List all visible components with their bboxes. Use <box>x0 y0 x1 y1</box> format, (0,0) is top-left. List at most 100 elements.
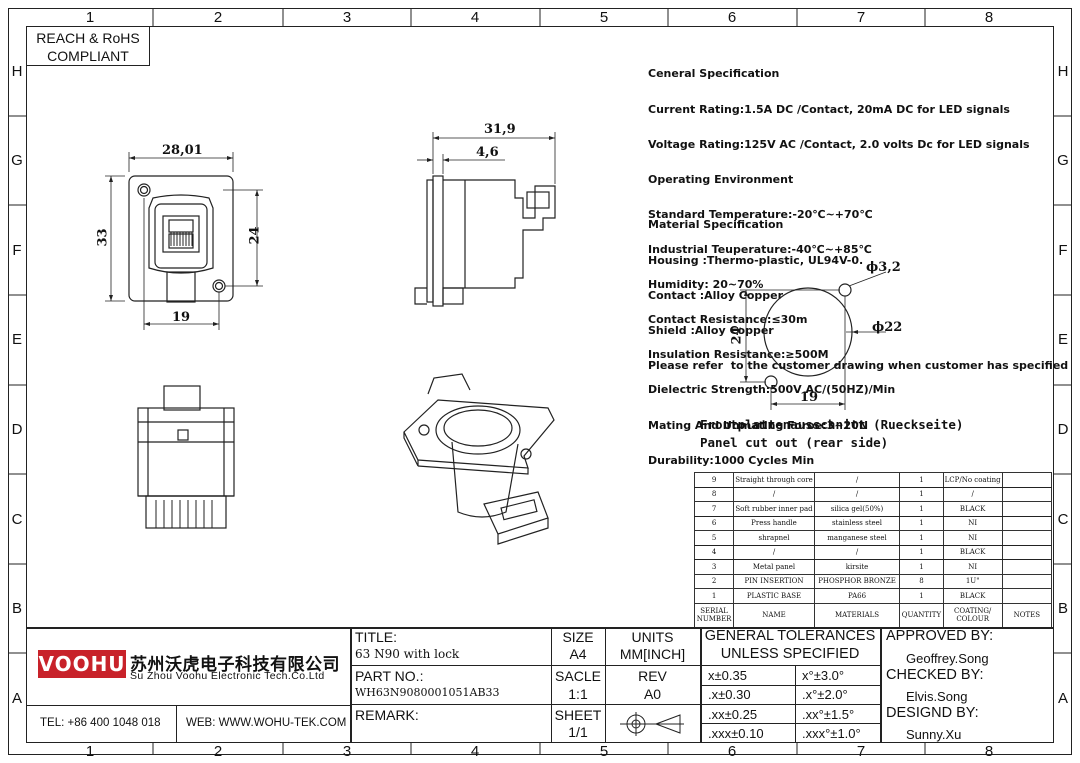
checked-by-value: Elvis.Song <box>906 689 968 704</box>
dim-cut-height: 24 <box>729 326 745 345</box>
cutout-label-en: Panel cut out (rear side) <box>700 435 889 450</box>
dim-cut-hole-dia: ϕ3,2 <box>866 260 901 275</box>
tolerance-angular: .xxx°±1.0° <box>802 726 861 741</box>
spec-line: Insulation Resistance:≥500M <box>648 348 829 362</box>
col-label: 1 <box>85 743 95 760</box>
spec-line: Durability:1000 Cycles Min <box>648 453 815 467</box>
col-label: 4 <box>470 9 480 26</box>
title-block-divider <box>700 665 880 666</box>
row-label: E <box>11 331 22 348</box>
row-label: G <box>11 152 23 169</box>
company-tel: TEL: +86 400 1048 018 <box>40 717 161 729</box>
compliance-line2: COMPLIANT <box>47 48 129 64</box>
company-name-cn: 苏州沃虎电子科技有限公司 <box>130 655 340 675</box>
row-label: H <box>1057 63 1069 80</box>
rev-label: REV <box>638 668 667 684</box>
title-block-divider <box>176 705 177 743</box>
col-label: 8 <box>984 743 994 760</box>
row-label: F <box>1058 242 1068 259</box>
table-row: 8//1/ <box>693 486 1053 502</box>
spec-line: Operating Environment <box>648 172 794 186</box>
spec-line: Current Rating:1.5A DC /Contact, 20mA DC… <box>648 102 1010 116</box>
col-label: 8 <box>984 9 994 26</box>
compliance-box: REACH & RoHS COMPLIANT <box>26 26 150 66</box>
scale-label: SACLE <box>555 668 601 684</box>
front-view-drawing <box>105 152 263 330</box>
spec-line: Humidity: 20~70% <box>648 278 764 292</box>
spec-line: Industrial Teuperature:-40℃~+85℃ <box>648 242 872 256</box>
col-label: 3 <box>342 9 352 26</box>
col-label: 1 <box>85 9 95 26</box>
tolerance-angular: x°±3.0° <box>802 668 845 683</box>
title-value: 63 N90 with lock <box>355 647 460 661</box>
company-web: WEB: WWW.WOHU-TEK.COM <box>186 717 347 729</box>
spec-line: Dielectric Strength:500V AC/(50HZ)/Min <box>648 383 896 397</box>
approved-by-value: Geoffrey.Song <box>906 651 989 666</box>
row-label: A <box>1057 690 1068 707</box>
title-block-divider <box>350 665 700 666</box>
row-label: A <box>11 690 22 707</box>
units-label: UNITS <box>631 629 674 645</box>
dim-front-width: 28,01 <box>162 143 203 158</box>
col-label: 2 <box>213 743 223 760</box>
spec-line: Voltage Rating:125V AC /Contact, 2.0 vol… <box>648 137 1030 151</box>
panel-cutout-drawing <box>740 271 887 410</box>
col-label: 6 <box>727 743 737 760</box>
title-block-divider <box>700 704 880 705</box>
tolerance-linear: .xxx±0.10 <box>708 726 764 741</box>
spec-line: Shield :Alloy Copper <box>648 323 774 337</box>
dim-front-bottom: 19 <box>172 310 191 325</box>
row-label: C <box>11 511 23 528</box>
title-block-top-line <box>26 627 1054 629</box>
designed-by-label: DESIGND BY: <box>886 705 979 721</box>
tolerance-linear: .xx±0.25 <box>708 707 758 722</box>
col-label: 5 <box>599 743 609 760</box>
tolerance-angular: .xx°±1.5° <box>802 707 855 722</box>
company-name-en: Su Zhou Voohu Electronic Tech.Co.Ltd <box>130 670 325 682</box>
title-block-divider <box>795 665 796 743</box>
remark-label: REMARK: <box>355 707 419 723</box>
row-label: D <box>1057 421 1069 438</box>
compliance-line1: REACH & RoHS <box>36 30 140 46</box>
spec-line: Housing :Thermo-plastic, UL94V-0. <box>648 253 864 267</box>
title-block-divider <box>880 627 882 743</box>
spec-line: Standard Temperature:-20℃~+70℃ <box>648 207 873 221</box>
tolerance-linear: .x±0.30 <box>708 687 751 702</box>
sheet-label: SHEET <box>554 707 602 723</box>
row-label: E <box>1057 331 1068 348</box>
designed-by-value: Sunny.Xu <box>906 727 962 742</box>
spec-line: Material Specification <box>648 218 784 232</box>
col-label: 7 <box>856 9 866 26</box>
col-label: 4 <box>470 743 480 760</box>
size-value: A4 <box>569 646 587 662</box>
dim-front-height: 33 <box>95 228 111 247</box>
title-block-divider <box>605 627 606 743</box>
dim-front-hole: 24 <box>247 226 263 245</box>
spec-line: Ceneral Specification <box>648 67 780 81</box>
row-label: B <box>1057 600 1068 617</box>
checked-by-label: CHECKED BY: <box>886 667 984 683</box>
company-logo: VOOHU <box>38 650 126 678</box>
rev-value: A0 <box>643 686 662 702</box>
col-label: 5 <box>599 9 609 26</box>
row-label: H <box>11 63 23 80</box>
part-no-value: WH63N9080001051AB33 <box>355 686 500 699</box>
tolerance-title-1: GENERAL TOLERANCES <box>704 628 876 644</box>
tolerance-linear: x±0.35 <box>708 668 747 683</box>
spec-line: Contact Resistance:≤30m <box>648 313 808 327</box>
projection-symbol-icon <box>620 712 684 736</box>
sheet-value: 1/1 <box>568 724 588 740</box>
row-label: F <box>12 242 22 259</box>
title-block-divider <box>551 627 552 743</box>
title-block-divider <box>700 685 880 686</box>
col-label: 2 <box>213 9 223 26</box>
